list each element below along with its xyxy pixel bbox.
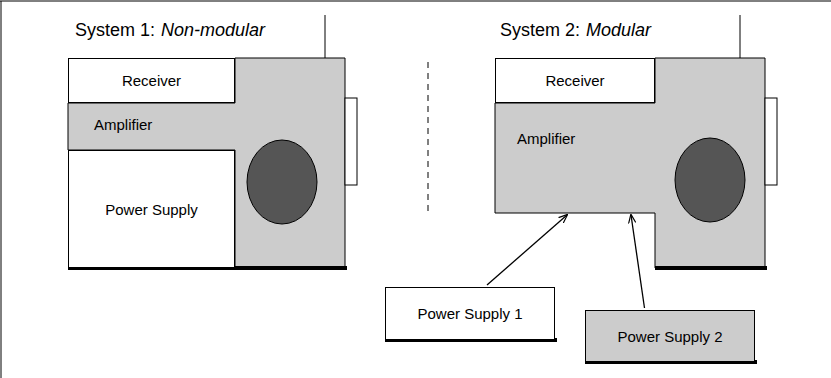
antenna (325, 15, 326, 58)
box-label: Power Supply (105, 201, 198, 218)
power-supply-box: Power Supply 1 (385, 287, 555, 340)
receiver-box: Receiver (68, 58, 235, 103)
box-label: Receiver (122, 72, 181, 89)
system-type: Modular (586, 20, 651, 41)
frame-line (1, 1, 2, 378)
box-label: Receiver (545, 72, 604, 89)
system-type: Non-modular (161, 20, 265, 41)
divider-line (428, 62, 429, 215)
system-heading: System 2: (500, 20, 580, 41)
side-knob (765, 98, 777, 185)
connector-arrow (487, 215, 567, 285)
side-knob (345, 98, 357, 185)
antenna (740, 15, 741, 58)
receiver-box: Receiver (495, 58, 655, 103)
amplifier-housing (68, 58, 345, 268)
speaker (675, 138, 745, 222)
box-label: Power Supply 2 (617, 328, 722, 345)
box-label: Amplifier (94, 116, 152, 133)
frame-line (0, 1, 831, 2)
amplifier-box: Amplifier (495, 103, 655, 213)
speaker (247, 140, 317, 224)
box-label: Power Supply 1 (417, 305, 522, 322)
amplifier-box: Amplifier (68, 103, 235, 150)
power-supply-box: Power Supply 2 (585, 310, 755, 362)
base-line (655, 266, 767, 270)
connector-arrow (631, 215, 645, 308)
power-supply-box: Power Supply (68, 150, 235, 268)
system-heading: System 1: (75, 20, 155, 41)
box-label: Amplifier (517, 130, 575, 147)
amplifier-housing (495, 58, 765, 268)
